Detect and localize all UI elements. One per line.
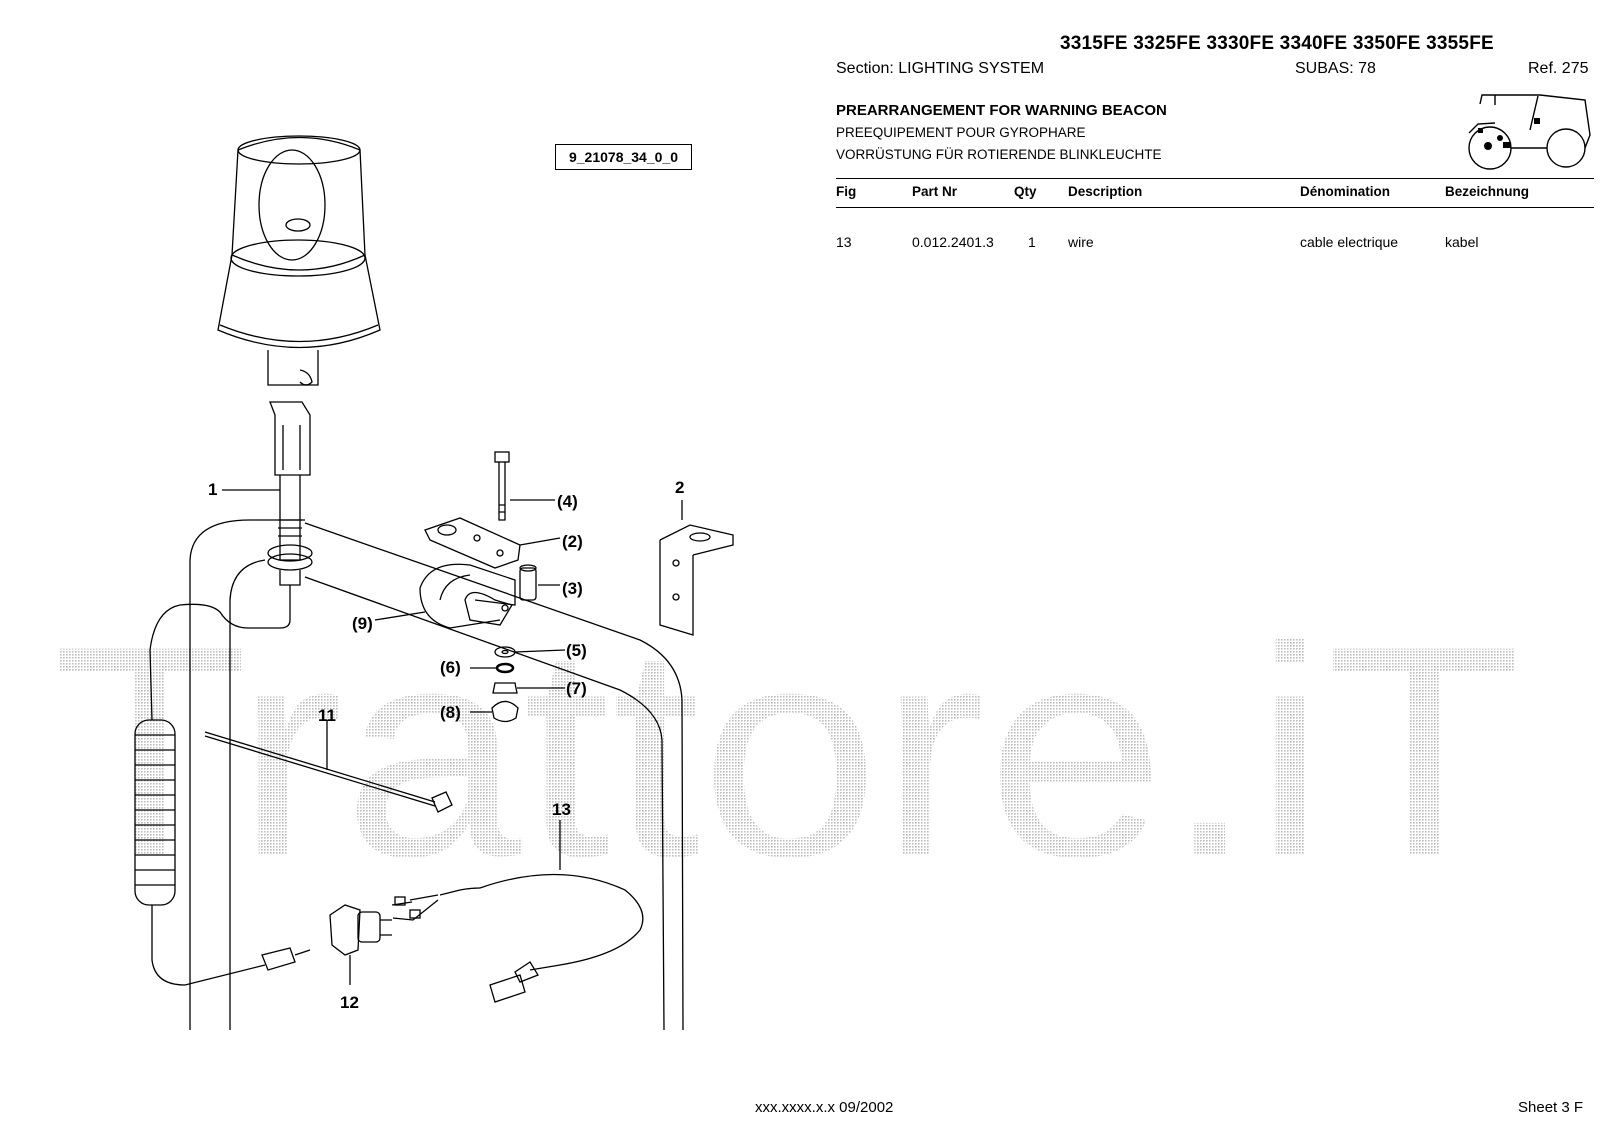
callout-2-part: (2) <box>562 532 583 551</box>
callout-7: (7) <box>566 679 587 698</box>
sheet-number: Sheet 3 F <box>1518 1099 1584 1116</box>
section-label: Section: LIGHTING SYSTEM <box>836 60 1045 77</box>
callout-6: (6) <box>440 658 461 677</box>
cell-bezeichnung: kabel <box>1445 234 1479 250</box>
callout-3: (3) <box>562 579 583 598</box>
callout-9: (9) <box>352 614 373 633</box>
subas-label: SUBAS: 78 <box>1295 60 1376 77</box>
spacer-drawing <box>519 564 560 601</box>
table-header-rule <box>836 207 1594 208</box>
cab-outline-drawing <box>189 519 684 1031</box>
bolt-drawing <box>494 451 555 521</box>
cable-tie-drawing <box>204 720 453 813</box>
plate-drawing <box>424 517 561 569</box>
callout-2: 2 <box>675 478 685 497</box>
cell-description: wire <box>1068 234 1094 250</box>
washer-nut-drawing <box>470 646 566 723</box>
callout-8: (8) <box>440 703 461 722</box>
column-header-fig: Fig <box>836 184 857 199</box>
reference-label: Ref. 275 <box>1528 60 1589 77</box>
callout-12: 12 <box>340 993 359 1012</box>
callout-4: (4) <box>557 492 578 511</box>
cell-fig: 13 <box>836 234 852 250</box>
page-title: PREARRANGEMENT FOR WARNING BEACON <box>836 102 1167 119</box>
page-title-german: VORRÜSTUNG FÜR ROTIERENDE BLINKLEUCHTE <box>836 147 1162 162</box>
cell-denomination: cable electrique <box>1300 234 1399 250</box>
watermark-text: Trattore.iT <box>52 583 1522 919</box>
beacon-lamp-drawing <box>217 135 381 386</box>
column-header-quantity: Qty <box>1014 184 1037 199</box>
socket-drawing <box>329 904 392 985</box>
coiled-cable-drawing <box>134 585 311 986</box>
callout-5: (5) <box>566 641 587 660</box>
model-list: 3315FE 3325FE 3330FE 3340FE 3350FE 3355F… <box>1060 33 1494 54</box>
clamp-drawing <box>374 563 516 629</box>
wire-drawing <box>391 820 644 1003</box>
diagram-id-box: 9_21078_34_0_0 <box>555 144 692 170</box>
cell-part-number: 0.012.2401.3 <box>912 234 994 250</box>
column-header-denomination: Dénomination <box>1300 184 1390 199</box>
table-top-rule <box>836 178 1594 179</box>
callout-1: 1 <box>208 480 218 499</box>
beacon-post-drawing <box>267 401 313 586</box>
page-title-french: PREEQUIPEMENT POUR GYROPHARE <box>836 125 1086 140</box>
column-header-part-number: Part Nr <box>912 184 958 199</box>
callout-11: 11 <box>318 706 336 725</box>
document-code: xxx.xxxx.x.x 09/2002 <box>755 1099 894 1116</box>
column-header-bezeichnung: Bezeichnung <box>1445 184 1530 199</box>
bracket-drawing <box>659 500 734 636</box>
callout-13: 13 <box>552 800 571 819</box>
column-header-description: Description <box>1068 184 1143 199</box>
cell-quantity: 1 <box>1028 234 1036 250</box>
